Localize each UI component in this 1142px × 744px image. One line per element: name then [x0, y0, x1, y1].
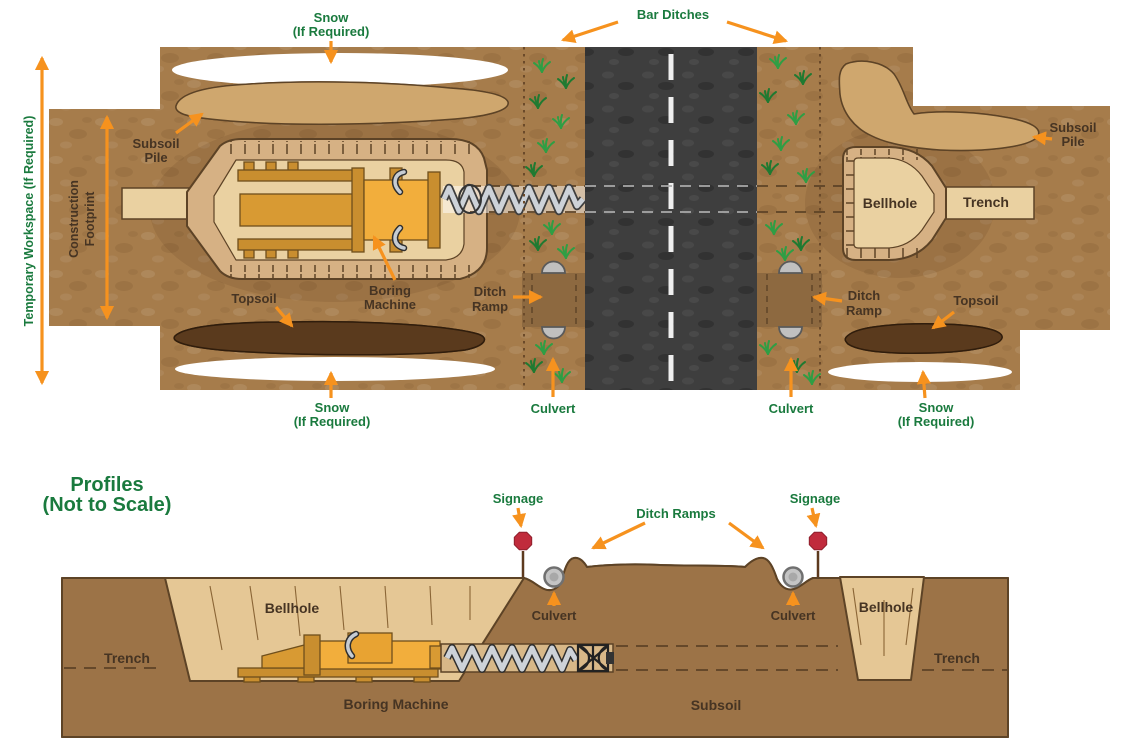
signage-left-sign — [513, 531, 533, 577]
stop-sign-icon — [808, 531, 828, 551]
ditch-ramp-right-label-2: Ramp — [846, 303, 882, 318]
topsoil-left-label: Topsoil — [231, 291, 276, 306]
bar-ditches-label: Bar Ditches — [637, 7, 709, 22]
profile-labels: Profiles (Not to Scale) Signage Signage … — [43, 474, 980, 713]
bore-head — [576, 643, 614, 673]
profile-bellhole-right-hatching — [852, 587, 914, 656]
topsoil-right-label: Topsoil — [953, 293, 998, 308]
culvert-profile-left-label: Culvert — [532, 608, 577, 623]
culvert-left-north-end — [541, 260, 566, 274]
bar-ditches-arrow-left — [560, 20, 619, 43]
trench-strip-left — [121, 187, 193, 220]
ditch-ramps-label: Ditch Ramps — [636, 506, 715, 521]
ditch-ramp-right-label: Ditch — [848, 288, 881, 303]
subsoil-pile-left-label: Subsoil — [133, 136, 180, 151]
signage-left-label: Signage — [493, 491, 544, 506]
bellhole-profile-left-label: Bellhole — [265, 600, 320, 616]
ditch-ramp-right-area — [757, 273, 822, 327]
culverts-plan — [541, 260, 803, 340]
topsoil-left-arrow — [274, 305, 294, 328]
profile-dashed-lines — [64, 645, 1007, 671]
subsoil-pile-right-arrow — [1031, 131, 1053, 146]
plan-labels: Snow (If Required) Bar Ditches Subsoil P… — [22, 7, 1096, 429]
boring-machine-profile — [237, 632, 449, 683]
bellhole-left-hatch-bottom — [228, 265, 476, 278]
snow-bottom-right-arrow — [916, 369, 931, 399]
stop-sign-icon — [513, 531, 533, 551]
profile-bellhole-left-hatching — [209, 585, 471, 651]
snow-bottom-left-label: Snow — [315, 400, 351, 415]
culvert-right-south-end — [778, 326, 803, 340]
signage-right-sign — [808, 531, 828, 577]
bellhole-profile-right-label: Bellhole — [859, 599, 914, 615]
subsoil-pile-right-label-2: Pile — [1061, 134, 1084, 149]
ditch-borders — [523, 47, 821, 390]
culvert-right-north-end — [778, 260, 803, 274]
profile-bellhole-right — [839, 576, 925, 681]
machine-exhaust-pipes — [391, 168, 408, 252]
bar-ditches-arrow-right — [726, 20, 789, 45]
ditch-ramps-arrow-right — [728, 521, 765, 550]
bellhole-plan-label: Bellhole — [863, 195, 918, 211]
bore-channel — [440, 643, 614, 673]
boring-machine-label: Boring — [369, 283, 411, 298]
subsoil-pile-left-label-2: Pile — [144, 150, 167, 165]
culverts-profile — [543, 566, 804, 588]
snow-top-label-2: (If Required) — [293, 24, 370, 39]
plan-ground-texture — [49, 47, 1110, 390]
bellhole-right-hatch-bottom — [846, 247, 930, 258]
construction-footprint-label: Construction — [67, 180, 81, 258]
topsoil-pile-left — [173, 320, 486, 356]
snow-pile-bottom-left — [175, 357, 495, 381]
ditch-ramp-right-arrow — [811, 291, 843, 306]
profiles-heading-2: (Not to Scale) — [43, 494, 172, 516]
trench-plan-label: Trench — [963, 194, 1009, 210]
signage-right-arrow — [806, 507, 821, 529]
subsoil-pile-left-arrow — [175, 112, 204, 135]
subsoil-pile-left — [175, 81, 509, 125]
auger-plan — [440, 183, 587, 216]
snow-bottom-right-label: Snow — [919, 400, 955, 415]
construction-footprint-label-2: Footprint — [83, 191, 97, 247]
bellhole-right-hatch-left — [844, 160, 855, 248]
culvert-profile-right-label: Culvert — [771, 608, 816, 623]
machine-exhaust-profile — [344, 630, 360, 660]
snow-pile-bottom-right — [828, 362, 1012, 382]
culvert-left-label: Culvert — [531, 401, 576, 416]
plan-view: Snow (If Required) Bar Ditches Subsoil P… — [22, 7, 1110, 429]
signage-right-label: Signage — [790, 491, 841, 506]
ditch-ramp-left-label-2: Ramp — [472, 299, 508, 314]
snow-top-label: Snow — [314, 10, 350, 25]
snow-pile-top — [172, 53, 508, 87]
topsoil-pile-right — [844, 323, 1003, 354]
culvert-right-label: Culvert — [769, 401, 814, 416]
trench-profile-right-label: Trench — [934, 650, 980, 666]
culvert-left-south-end — [541, 326, 566, 340]
temporary-workspace-label: Temporary Workspace (If Required) — [22, 116, 36, 327]
trench-profile-left-label: Trench — [104, 650, 150, 666]
boring-machine-arrow — [372, 235, 397, 281]
snow-bottom-right-label-2: (If Required) — [898, 414, 975, 429]
bellhole-right-hatch-top — [846, 149, 930, 160]
snow-bottom-left-label-2: (If Required) — [294, 414, 371, 429]
bellhole-right — [842, 146, 947, 261]
ditch-ramps-arrow-left — [591, 521, 646, 550]
profile-view: Profiles (Not to Scale) Signage Signage … — [43, 474, 1009, 738]
boring-machine-label-2: Machine — [364, 297, 416, 312]
ditch-ramp-left-label: Ditch — [474, 284, 507, 299]
profiles-heading: Profiles — [70, 474, 143, 496]
subsoil-profile-label: Subsoil — [691, 697, 742, 713]
signage-left-arrow — [512, 507, 526, 529]
bellhole-left-hatch-top — [228, 141, 476, 154]
subsoil-pile-right-label: Subsoil — [1050, 120, 1097, 135]
topsoil-right-arrow — [931, 310, 955, 330]
boring-machine-profile-label: Boring Machine — [343, 696, 448, 712]
bore-entry-ring — [458, 184, 482, 214]
